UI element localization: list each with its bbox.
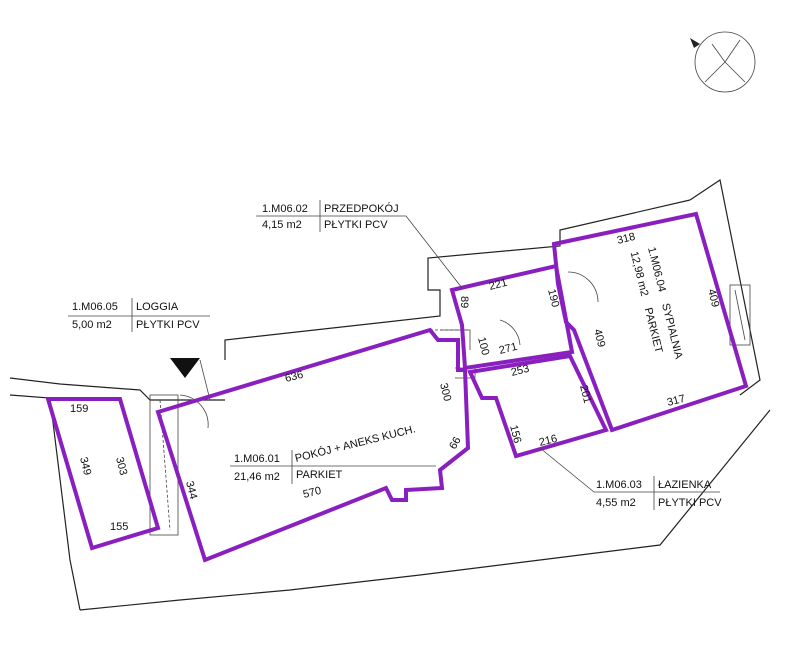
label-room-04: 1.M06.04 SYPIALNIA 12,98 m2 PARKIET <box>628 246 685 361</box>
dim-221: 221 <box>488 277 509 293</box>
dim-100: 100 <box>475 336 491 357</box>
dim-636: 636 <box>284 369 305 385</box>
room-01-code: 1.M06.01 <box>234 453 280 465</box>
dim-271: 271 <box>498 341 519 357</box>
dim-349: 349 <box>77 456 93 477</box>
room-05-area: 5,00 m2 <box>72 319 112 331</box>
room-outlines <box>45 211 749 563</box>
outline-loggia <box>45 397 161 551</box>
room-04-name: SYPIALNIA <box>659 302 685 361</box>
dim-570: 570 <box>302 485 323 501</box>
outline-bathroom <box>467 353 609 459</box>
outline-hallway <box>449 263 575 371</box>
dim-66: 66 <box>447 435 464 452</box>
dim-344: 344 <box>183 480 199 501</box>
dim-216: 216 <box>538 433 559 449</box>
dim-253: 253 <box>510 363 531 379</box>
room-02-name: PRZEDPOKÓJ <box>324 202 399 215</box>
room-04-area: 12,98 m2 <box>628 250 651 297</box>
room-03-finish: PŁYTKI PCV <box>658 497 722 509</box>
label-room-02: 1.M06.02 PRZEDPOKÓJ 4,15 m2 PŁYTKI PCV <box>262 200 399 232</box>
dim-156: 156 <box>507 424 523 445</box>
dimension-labels: 636 570 344 300 66 159 155 349 303 221 8… <box>70 231 721 533</box>
dim-409-left: 409 <box>591 328 607 349</box>
dim-317: 317 <box>666 393 687 409</box>
room-03-name: ŁAZIENKA <box>658 479 712 491</box>
label-room-01: 1.M06.01 POKÓJ + ANEKS KUCH. 21,46 m2 PA… <box>234 422 417 484</box>
room-03-code: 1.M06.03 <box>596 479 642 491</box>
walls <box>9 179 771 611</box>
room-01-finish: PARKIET <box>296 469 343 481</box>
entrance-arrow-icon <box>170 358 200 378</box>
room-02-area: 4,15 m2 <box>262 219 302 231</box>
dim-155: 155 <box>110 521 128 533</box>
room-02-code: 1.M06.02 <box>262 203 308 215</box>
north-arrow-icon <box>690 31 756 93</box>
room-01-name: POKÓJ + ANEKS KUCH. <box>294 422 417 465</box>
room-01-area: 21,46 m2 <box>234 471 280 483</box>
outline-bedroom <box>551 211 749 433</box>
dim-300: 300 <box>437 382 453 403</box>
dim-303: 303 <box>113 456 129 477</box>
label-room-05: 1.M06.05 LOGGIA 5,00 m2 PŁYTKI PCV <box>72 298 200 332</box>
room-02-finish: PŁYTKI PCV <box>324 219 388 231</box>
outline-living-room <box>155 327 471 563</box>
room-03-area: 4,55 m2 <box>596 497 636 509</box>
room-05-finish: PŁYTKI PCV <box>136 319 200 331</box>
room-05-code: 1.M06.05 <box>72 301 118 313</box>
dim-409-right: 409 <box>705 288 721 309</box>
dim-159: 159 <box>70 403 88 415</box>
label-room-03: 1.M06.03 ŁAZIENKA 4,55 m2 PŁYTKI PCV <box>596 476 722 510</box>
dim-190: 190 <box>545 288 561 309</box>
dim-318: 318 <box>616 231 637 247</box>
room-04-finish: PARKIET <box>642 306 665 354</box>
room-05-name: LOGGIA <box>136 301 179 313</box>
dim-201: 201 <box>577 384 593 405</box>
dim-89: 89 <box>458 296 470 308</box>
